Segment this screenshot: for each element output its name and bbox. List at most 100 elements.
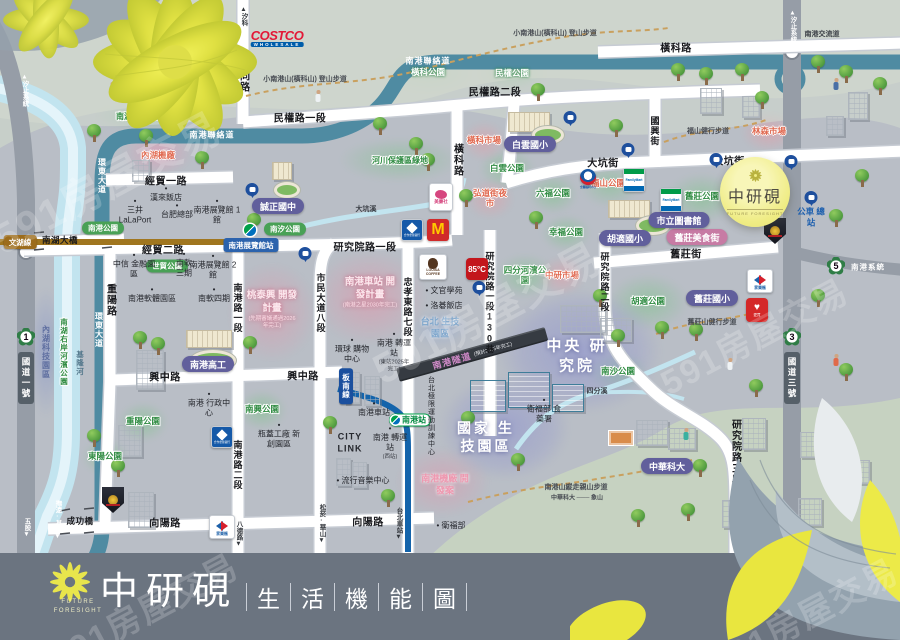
hengke-market-blob (462, 121, 506, 161)
mcdonalds-logo: M (427, 219, 449, 241)
tree-icon (855, 169, 869, 187)
school-baiyun: 白雲國小 (503, 136, 557, 152)
road-shimin-8: 市民大道八段 (315, 273, 326, 333)
tree-icon (873, 77, 887, 95)
academia-building (560, 305, 606, 333)
park-chongyang: 重陽公園 (125, 415, 160, 426)
bus-stop-pin (298, 247, 312, 262)
market-hongdao: 弘道街夜市 (472, 187, 507, 208)
bannan-line-badge: 板南線 (339, 368, 353, 404)
footer-tagline: 生 活 機 能 圖 (236, 580, 477, 614)
road-xingzhong-l: 興中路 (149, 372, 181, 384)
poi-bottle-cap-factory: 瓶蓋工廠 新創園區 (257, 424, 301, 451)
nangang-interchange-label: 南港交流道 (804, 31, 840, 38)
poi-exhibition-hall-2: 南港展覽館 2館 (189, 255, 237, 282)
poi-luoji-hotel: 洛碁飯店 (425, 301, 463, 311)
school-gaogong: 南港高工 (181, 356, 235, 372)
building (742, 418, 766, 450)
poi-transfer-east: 南港 轉運站(東站2025年完工) (376, 333, 412, 374)
carrefour-logo: 家樂福 (747, 269, 773, 293)
simplemart-logo: 美廉社 (429, 183, 453, 211)
poi-transfer-west: 南港 轉運站(西站) (372, 427, 408, 461)
basketball-court (608, 430, 634, 446)
biotech-building (470, 380, 506, 412)
bridge-nanhu: 南湖大橋 (41, 235, 79, 245)
park-hushi: 胡適公園 (630, 295, 665, 306)
project-name: 中研硯 (727, 187, 782, 206)
dev-ttx: 桃泰興 開發計畫(先期審議通過2026年完工) (246, 289, 298, 329)
road-jingmao-1: 經貿一路 (145, 176, 187, 188)
poi-bus-terminal: 公車 總站 (797, 206, 825, 227)
familymart-logo: FamilyMart (623, 168, 645, 192)
highway-3-number: 3 (789, 332, 795, 342)
tree-icon (133, 331, 147, 349)
familymart-logo: FamilyMart (660, 188, 682, 212)
tree-icon (373, 117, 387, 135)
runner-figure (315, 90, 321, 102)
metro-logo-icon (244, 224, 256, 236)
poi-wenguan: 文官學苑 (425, 286, 463, 296)
tagline-divider (466, 583, 467, 611)
tree-icon (139, 129, 153, 147)
zone-neihu-tech: 內湖科技園區 (41, 325, 51, 379)
building (136, 350, 164, 390)
poi-mitsui-lalaport: 三井 LaLaPort (115, 200, 155, 227)
direction-fuyuan-keelung: 撫遠·基隆▼ (54, 500, 61, 540)
road-minquan-1: 民權路一段 (273, 113, 327, 125)
zone-neihu-depot: 內湖機廠 (140, 149, 176, 160)
eagle-shield-badge (764, 218, 786, 244)
bus-stop-pin (563, 111, 577, 126)
dev-station: 南港車站 開發計畫(南港之星2030年完工) (342, 276, 398, 309)
park-hengke: 橫科公園 (410, 66, 446, 77)
tree-icon (323, 416, 337, 434)
road-huandong-1: 環東大道 (97, 158, 107, 194)
tree-icon (699, 67, 713, 85)
road-dakeng-l: 大坑街 (587, 158, 619, 170)
tree-icon (511, 453, 525, 471)
tree-icon (749, 379, 763, 397)
building (848, 92, 868, 120)
tree-icon (689, 323, 703, 341)
tree-icon (421, 153, 435, 171)
poi-hanlai-hotel: 漢來飯店 (150, 187, 182, 203)
tree-icon (671, 63, 685, 81)
highway-5-shield: 5 (826, 256, 846, 275)
national-biotech-park-label: 國家 生技園區 (457, 419, 515, 454)
direction-wugu: 五股▼ (23, 518, 30, 538)
park-nangang: 南港公園 (82, 221, 124, 235)
building (132, 160, 150, 182)
direction-songyan-huashan: 松菸·華山▼ (318, 504, 325, 544)
footer-brand-en: FUTURE FORESIGHT (53, 599, 103, 614)
tree-icon (87, 429, 101, 447)
tree-icon (111, 459, 125, 477)
poi-pop-music-center: 流行音樂中心 (336, 476, 390, 486)
tree-icon (593, 289, 607, 307)
85c-logo: 85°C (466, 258, 488, 280)
bus-stop-pin (709, 153, 723, 168)
road-yanjiuyuan-1: 研究院路一段 (333, 242, 397, 254)
tree-icon (811, 289, 825, 307)
park-dongyang: 東陽公園 (87, 450, 122, 461)
bus-stop-pin (245, 183, 259, 198)
project-badge-zhongyanyan: 中研硯 FUTURE FORESIGHT (720, 157, 790, 227)
road-nangang-2: 南港路二段 (232, 440, 243, 490)
poi-citylink: CITY LINK (337, 431, 363, 453)
highway-5-number: 5 (833, 261, 839, 271)
trail-xiaonangang-right: 小南港山(橫科山) 登山步道 (513, 30, 597, 37)
carrefour-logo: 家樂福 (209, 515, 235, 539)
building (826, 116, 844, 136)
park-xingfu: 幸福公園 (548, 226, 583, 237)
road-zhongxiao-7: 忠孝東路七段 (402, 277, 413, 337)
direction-taipei-main: 台北車站▼ (395, 507, 402, 541)
dev-jichang: 南港機廠 開發案 (421, 473, 469, 495)
tree-icon (531, 83, 545, 101)
tree-icon (87, 124, 101, 142)
footer-brand-name: 中研硯 (100, 569, 239, 613)
park-nanhu-right: 南湖右岸河濱公園 (59, 318, 69, 386)
creek-sifen: 四分溪 (586, 388, 608, 395)
tree-icon (611, 329, 625, 347)
tree-icon (195, 151, 209, 169)
bus-stop-pin (621, 143, 635, 158)
market-fushan-park: 福山公園 (590, 177, 625, 188)
road-nangang-1: 南港路一段 (232, 283, 243, 333)
